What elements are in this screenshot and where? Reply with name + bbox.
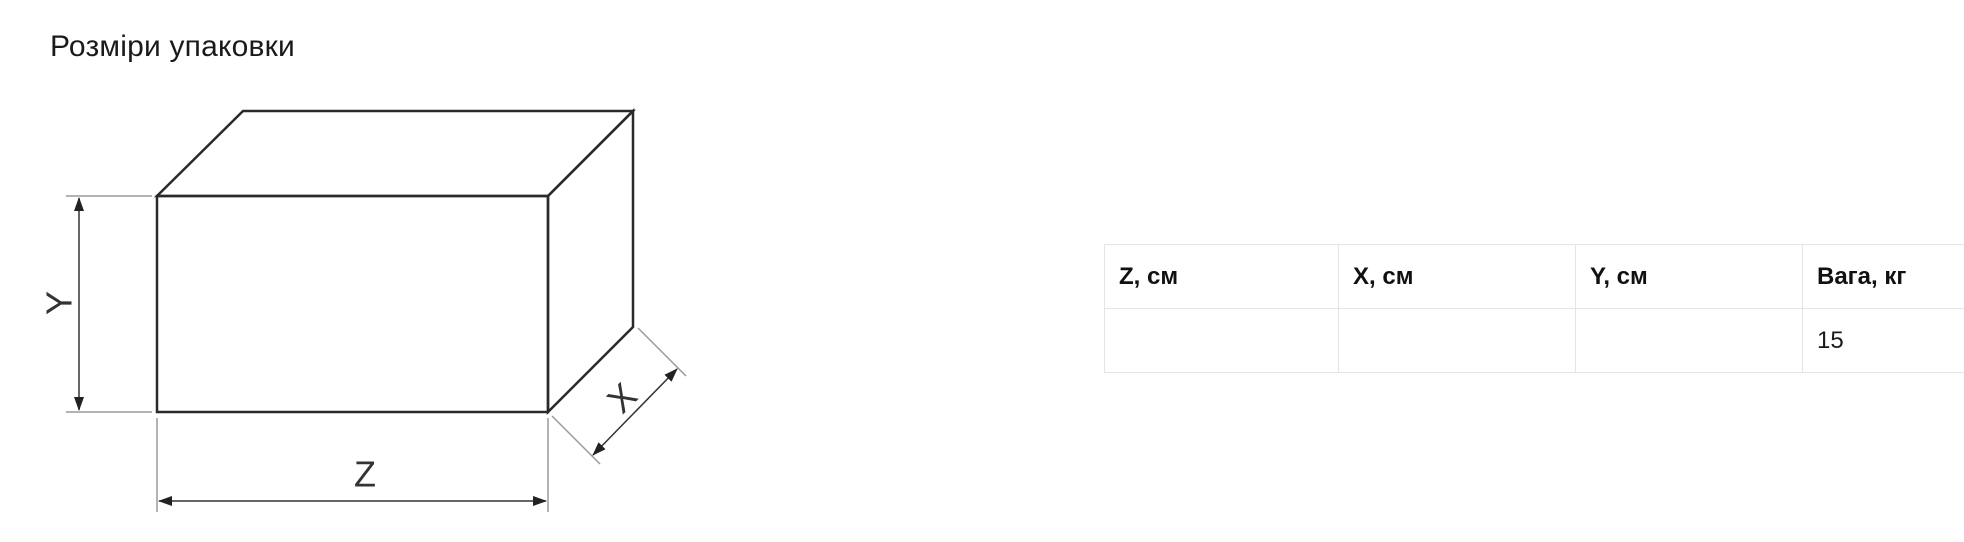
table-row: 15 [1104,308,1964,373]
table-header-row: Z, см X, см Y, см Вага, кг [1104,244,1964,309]
header-x: X, см [1338,244,1576,309]
header-weight: Вага, кг [1802,244,1964,309]
package-dimensions-diagram: Y Z X [39,107,687,512]
axis-z-label: Z [354,454,376,495]
cell-z [1104,308,1339,373]
axis-y-label: Y [39,291,80,315]
header-y: Y, см [1575,244,1803,309]
dimension-x: X [551,327,687,465]
header-z: Z, см [1104,244,1339,309]
dimension-z: Z [156,418,549,512]
cell-weight: 15 [1802,308,1964,373]
box-side-face [546,107,635,416]
section-title: Розміри упаковки [50,30,295,63]
cell-y [1575,308,1803,373]
cell-x [1338,308,1576,373]
box-front-face [155,194,550,414]
dimensions-table: Z, см X, см Y, см Вага, кг 15 [1104,244,1964,373]
dimension-y: Y [39,195,152,413]
axis-x-label: X [599,375,645,421]
